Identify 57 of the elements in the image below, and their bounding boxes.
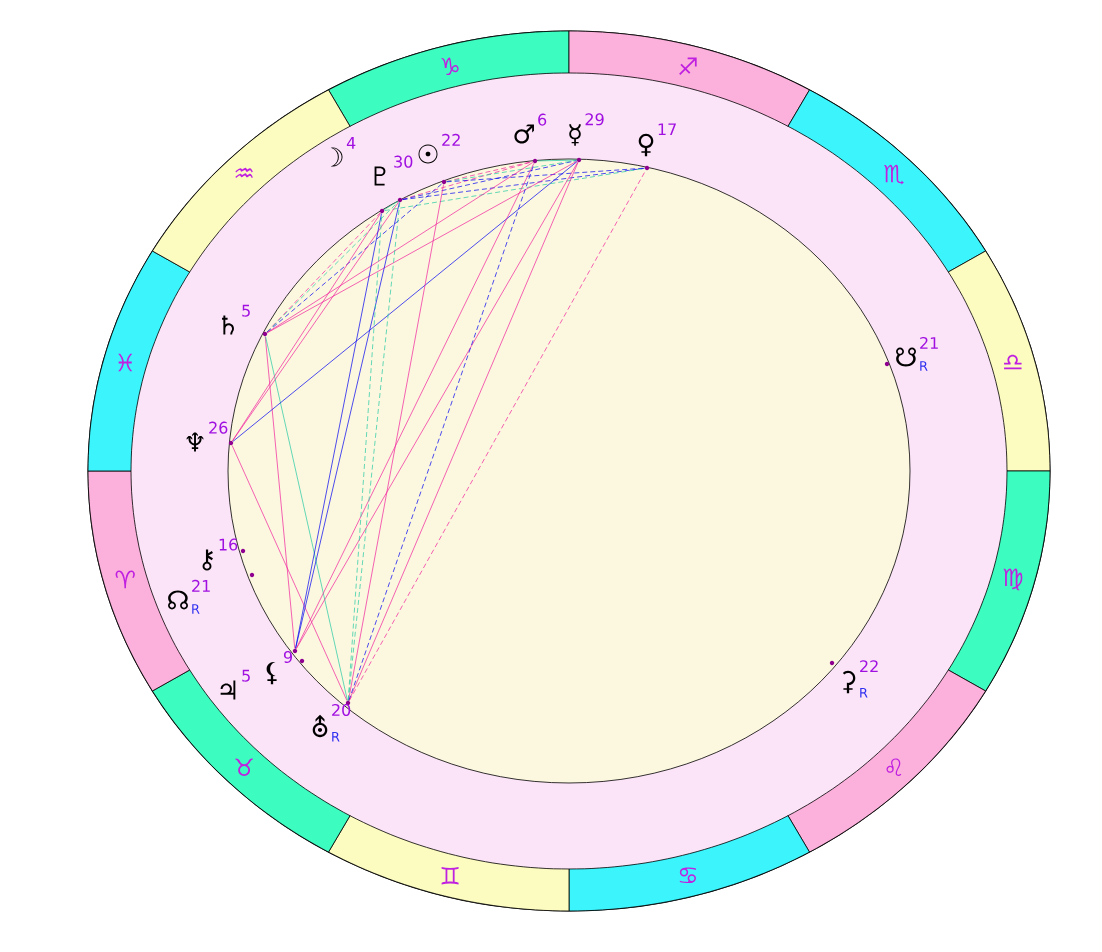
aspect-line <box>295 213 382 649</box>
aspect-line <box>537 159 577 162</box>
planet-glyph: ☽ <box>330 147 343 167</box>
aspect-line <box>295 161 579 650</box>
zodiac-segment: ♊ <box>328 815 570 912</box>
zodiac-segment: ♋ <box>568 815 810 912</box>
aspect-line <box>348 162 579 701</box>
planet-glyph: ☉ <box>418 144 438 164</box>
planet-glyph: ♀ <box>638 133 654 157</box>
aspect-line <box>266 183 443 333</box>
degree-label: 22 <box>442 133 460 146</box>
retrograde-mark: R <box>192 604 200 614</box>
degree-label: 5 <box>242 304 250 317</box>
aspect-line <box>264 336 296 649</box>
degree-label: 21 <box>192 579 210 592</box>
planet-glyph: ♃ <box>220 680 236 700</box>
retrograde-mark: R <box>920 361 928 371</box>
aspect-line <box>266 212 381 333</box>
degree-label: 5 <box>242 669 250 682</box>
degree-label: 20 <box>332 703 351 717</box>
planet-glyph: ⚷ <box>202 549 213 571</box>
zodiac-segment: ♎ <box>947 250 1051 472</box>
aspect-line <box>383 201 399 210</box>
planet-glyph: ☿ <box>569 124 581 146</box>
planet-glyph: ♇ <box>374 166 386 186</box>
aspect-line <box>295 202 400 649</box>
aspect-line <box>348 163 535 701</box>
planet-glyph: ⚳ <box>842 670 856 694</box>
aspect-line <box>348 169 647 702</box>
degree-label: 16 <box>219 538 238 551</box>
aspect-line <box>348 184 444 701</box>
degree-label: 30 <box>394 155 413 168</box>
degree-label: 29 <box>585 113 604 126</box>
aspect-line <box>232 161 578 442</box>
planet-glyph: ♄ <box>222 315 234 335</box>
degree-label: 9 <box>283 650 292 663</box>
aspect-line <box>446 161 533 182</box>
aspect-line <box>446 167 645 183</box>
degree-label: 26 <box>209 421 228 434</box>
aspect-line <box>231 445 348 701</box>
planet-glyph: ☊ <box>168 590 188 610</box>
aspect-line <box>265 336 348 701</box>
degree-label: 6 <box>538 113 547 126</box>
aspect-line <box>384 168 645 211</box>
aspect-line <box>347 202 401 701</box>
planet-glyph: ♂ <box>514 124 534 144</box>
zodiac-segment: ♍ <box>947 470 1051 692</box>
planet-glyph: ☋ <box>896 347 916 367</box>
degree-label: 21 <box>920 336 938 349</box>
aspect-line <box>295 163 535 649</box>
retrograde-mark: R <box>860 687 868 698</box>
planet-glyph: ⛢ <box>312 714 328 738</box>
aspect-line <box>266 160 578 334</box>
zodiac-segment: ♏ <box>787 89 986 273</box>
aspect-line <box>402 160 577 200</box>
aspect-line <box>266 162 534 333</box>
retrograde-mark: R <box>332 731 340 742</box>
